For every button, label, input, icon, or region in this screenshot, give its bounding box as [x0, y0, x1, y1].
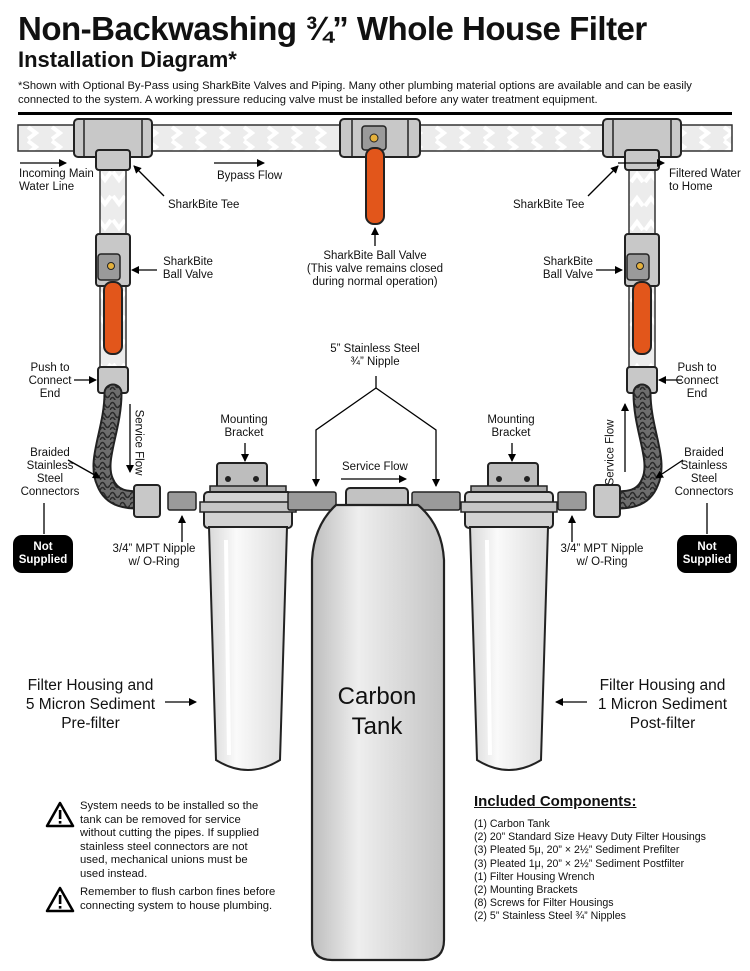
list-item: (8) Screws for Filter Housings: [474, 897, 614, 910]
mpt-nipple-right: [557, 491, 587, 511]
list-item: (1) Carbon Tank: [474, 818, 550, 830]
braided-connector-left: [94, 385, 150, 508]
service-flow-center-label: Service Flow: [342, 461, 408, 473]
list-item: (2) Mounting Brackets: [474, 884, 578, 897]
service-flow-right-label: Service Flow: [604, 419, 617, 486]
stainless-nipple-right: [411, 491, 461, 511]
list-item: (3) Pleated 1μ, 20” × 2½” Sediment Postf…: [474, 857, 685, 870]
included-components-list: (1) Carbon Tank (2) 20” Standard Size He…: [474, 818, 706, 924]
filter-housing-left: [199, 462, 297, 771]
warning-text-tank: System needs to be installed so the tank…: [80, 800, 259, 880]
warning-icon: [45, 886, 75, 913]
bypass-ball-valve: [339, 118, 421, 225]
stainless-nipple-left: [287, 491, 337, 511]
filter-housing-right: [460, 462, 558, 771]
sharkbite-tee-left: [73, 118, 153, 171]
header-rule: [18, 112, 732, 115]
mpt-nipple-left: [167, 491, 197, 511]
left-ball-valve: [95, 233, 131, 355]
list-item: (2) 20” Standard Size Heavy Duty Filter …: [474, 831, 706, 844]
list-item: (2) 5” Stainless Steel ¾” Nipples: [474, 910, 626, 923]
right-ball-valve: [624, 233, 660, 355]
list-item: (1) Filter Housing Wrench: [474, 870, 595, 883]
included-components-title: Included Components:: [474, 793, 637, 810]
header-note: *Shown with Optional By-Pass using Shark…: [18, 80, 692, 106]
sharkbite-tee-right-label: SharkBite Tee: [513, 199, 585, 211]
page-subtitle: Installation Diagram*: [18, 47, 237, 72]
warning-icon: [45, 801, 75, 828]
service-flow-left-label: Service Flow: [132, 409, 145, 476]
sharkbite-tee-left-label: SharkBite Tee: [168, 199, 240, 211]
list-item: (3) Pleated 5μ, 20” × 2½” Sediment Prefi…: [474, 844, 680, 857]
page-title: Non-Backwashing ¾” Whole House Filter: [18, 10, 647, 47]
warning-text-flush: Remember to flush carbon fines before co…: [80, 886, 276, 912]
bypass-valve-label: SharkBite Ball Valve(This valve remains …: [306, 250, 444, 288]
bypass-flow-label: Bypass Flow: [217, 170, 283, 182]
sharkbite-tee-right: [602, 118, 682, 171]
carbon-tank: [310, 487, 446, 962]
braided-connector-right: [605, 385, 661, 508]
